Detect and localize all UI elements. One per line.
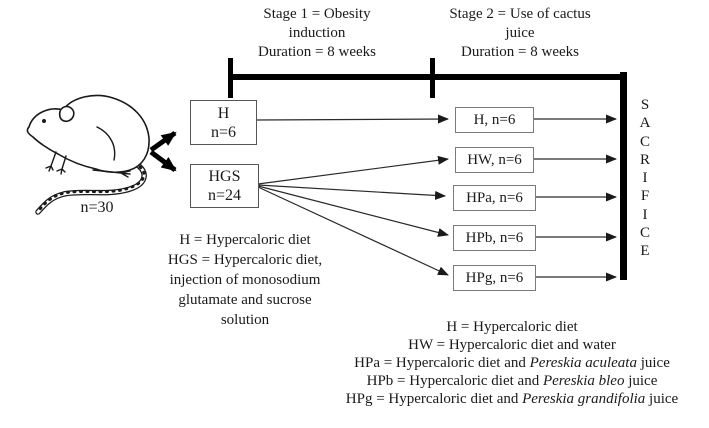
subgroup-box-hw: HW, n=6	[455, 147, 534, 173]
legend-bottom-line: HPa = Hypercaloric diet and Pereskia acu…	[354, 355, 670, 371]
subgroup-box-hpa: HPa, n=6	[453, 185, 536, 211]
arrow-rat-to-h	[149, 130, 177, 153]
stage2-label: Stage 2 = Use of cactus juice Duration =…	[449, 6, 591, 60]
legend-bottom-line: HW = Hypercaloric diet and water	[408, 337, 616, 353]
legend-bottom-line: H = Hypercaloric diet	[446, 319, 578, 335]
rat-split-arrows	[149, 130, 177, 172]
sacrifice-bar	[620, 72, 627, 280]
timeline-bar	[228, 58, 627, 98]
arrow-hgs-to-hpa	[257, 184, 446, 200]
arrow-rat-to-hgs	[149, 150, 177, 172]
legend-stage2: H = Hypercaloric diet HW = Hypercaloric …	[328, 318, 696, 408]
stage1-label: Stage 1 = Obesity induction Duration = 8…	[257, 6, 376, 60]
arrow-h-to-h6	[255, 114, 449, 124]
group-box-hgs: HGS n=24	[190, 164, 259, 208]
rat-count-label: n=30	[80, 199, 114, 216]
subgroup-box-h: H, n=6	[455, 107, 534, 133]
legend-stage1: H = Hypercaloric diet HGS = Hypercaloric…	[167, 232, 323, 328]
timeline-tick-stage2	[430, 58, 435, 98]
timeline-tick-start	[228, 58, 233, 98]
arrow-hgs-to-hpg	[257, 186, 449, 276]
legend-bottom-line: HPg = Hypercaloric diet and Pereskia gra…	[345, 391, 679, 407]
legend-bottom-line: HPb = Hypercaloric diet and Pereskia ble…	[366, 373, 658, 389]
rat-illustration	[26, 94, 150, 215]
subgroup-box-hpg: HPg, n=6	[453, 265, 536, 291]
arrow-hgs-to-hw	[257, 155, 449, 185]
flow-arrows	[255, 114, 617, 282]
sacrifice-label: S A C R I F I C E	[639, 97, 651, 260]
arrow-hgs-to-hpb	[257, 185, 449, 237]
group-box-h: H n=6	[190, 100, 257, 145]
subgroup-box-hpb: HPb, n=6	[453, 225, 536, 251]
